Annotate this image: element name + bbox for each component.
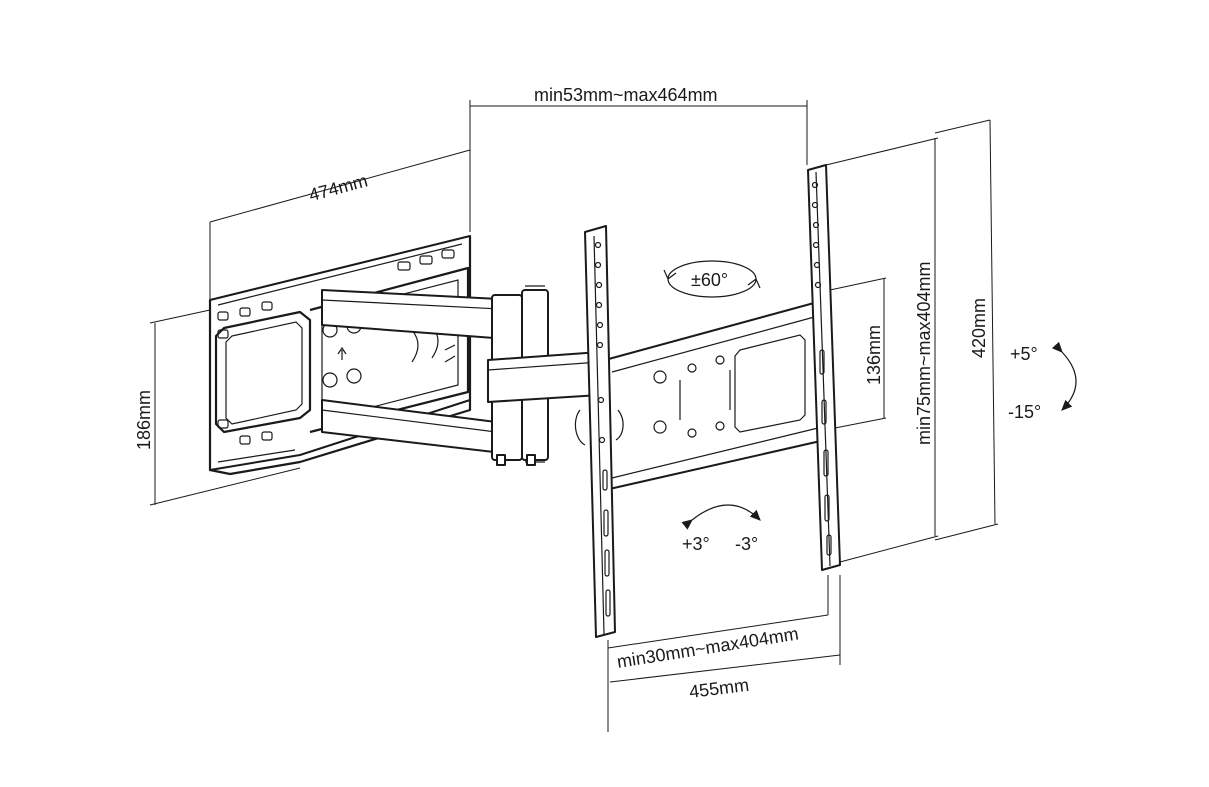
- rotation-plus-label: +3°: [682, 534, 710, 554]
- dimension-arm-extension: [469, 100, 808, 232]
- dimension-bracket-height: [934, 119, 999, 541]
- swivel-indicator: [663, 260, 761, 298]
- rotation-indicator: [681, 504, 761, 530]
- tilt-indicator: [1051, 341, 1077, 411]
- dimension-vesa-vertical-range: [825, 137, 939, 563]
- wall-plate-height-label: 186mm: [134, 390, 154, 450]
- tilt-down-label: -15°: [1008, 402, 1041, 422]
- vesa-vertical-range-label: min75mm~max404mm: [914, 261, 934, 445]
- arm-extension-label: min53mm~max464mm: [534, 85, 718, 105]
- dimension-vesa-136: [829, 277, 887, 429]
- bracket-height-label: 420mm: [969, 298, 989, 358]
- swivel-label: ±60°: [691, 270, 728, 290]
- vesa-short-label: 136mm: [864, 325, 884, 385]
- dimension-wall-plate-height: [149, 309, 301, 506]
- dimension-bracket-width: [607, 575, 841, 732]
- tilt-up-label: +5°: [1010, 344, 1038, 364]
- dimension-wall-plate-width: [209, 149, 471, 300]
- dimension-vesa-horizontal-range: [607, 575, 829, 675]
- bracket-width-label: 455mm: [688, 675, 750, 702]
- wall-plate-width-label: 474mm: [307, 170, 370, 205]
- rotation-minus-label: -3°: [735, 534, 758, 554]
- vesa-horizontal-range-label: min30mm~max404mm: [615, 623, 799, 671]
- articulating-arms: [321, 285, 601, 466]
- tv-bracket: [574, 164, 841, 638]
